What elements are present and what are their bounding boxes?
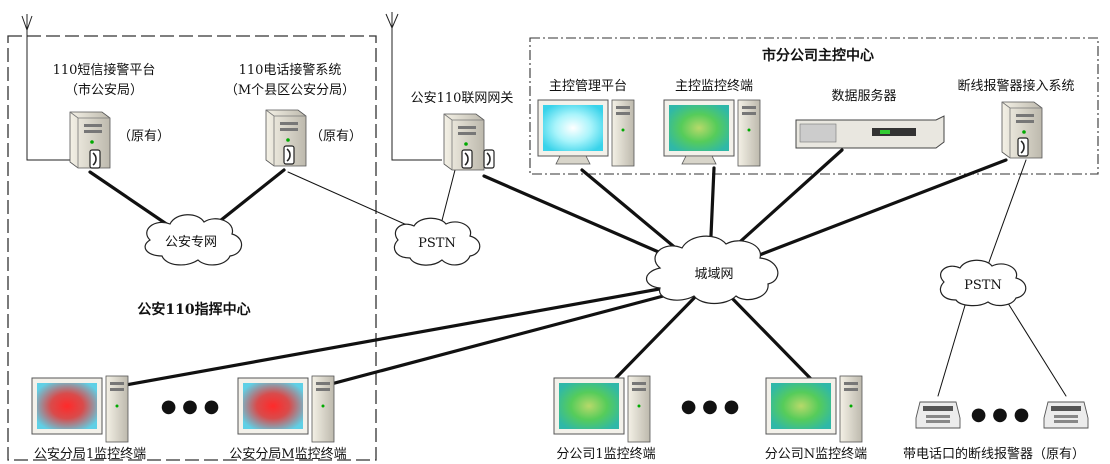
phone-system-label: 110电话接警系统	[239, 62, 342, 78]
phone-icon	[1017, 137, 1029, 157]
alarm-device-icon	[1043, 401, 1089, 429]
phone-icon	[483, 149, 495, 169]
company-center-region	[529, 37, 1099, 175]
company-center-title: 市分公司主控中心	[762, 47, 874, 64]
disconnect-alarm-devices: ● ● ● 带电话口的断线报警器（原有）	[903, 401, 1089, 462]
main-monitor-terminal: 主控监控终端	[663, 78, 761, 167]
ellipsis-police: ● ● ●	[161, 396, 220, 417]
phone-system-note: （原有）	[310, 129, 362, 144]
police-center-title: 公安110指挥中心	[137, 301, 250, 318]
pstn-right-label: PSTN	[964, 278, 1002, 293]
ellipsis-company: ● ● ●	[681, 396, 740, 417]
gateway-server: 公安110联网网关	[411, 91, 514, 171]
police-branch-m-label: 公安分局M监控终端	[229, 446, 346, 462]
main-management-platform: 主控管理平台	[537, 79, 635, 167]
gateway-label: 公安110联网网关	[411, 91, 514, 106]
sms-platform-server: 110短信接警平台 （市公安局） （原有）	[53, 62, 170, 169]
police-branch-1-label: 公安分局1监控终端	[34, 446, 146, 462]
connection-lines	[88, 148, 1067, 397]
main-mgmt-label: 主控管理平台	[549, 79, 627, 94]
sms-platform-label: 110短信接警平台	[53, 62, 156, 78]
metro-network-cloud: 城域网	[645, 235, 779, 305]
company-1-label: 分公司1监控终端	[556, 446, 655, 462]
phone-icon	[283, 145, 295, 165]
police-center-region	[7, 35, 377, 461]
phone-system-sublabel: （M个县区公安分局）	[225, 83, 355, 98]
alarm-label: 带电话口的断线报警器（原有）	[903, 446, 1085, 462]
sms-platform-sublabel: （市公安局）	[65, 82, 143, 98]
pstn-right-cloud: PSTN	[939, 259, 1027, 307]
disconnect-alarm-access-server: 断线报警器接入系统	[957, 78, 1075, 159]
police-net-label: 公安专网	[165, 235, 217, 250]
pstn-left-label: PSTN	[418, 236, 456, 251]
company-n-terminal: 分公司N监控终端	[765, 375, 867, 462]
sms-platform-note: （原有）	[118, 129, 170, 144]
phone-system-server: 110电话接警系统 （M个县区公安分局） （原有）	[225, 62, 362, 167]
phone-icon	[461, 149, 473, 169]
data-server-label: 数据服务器	[831, 88, 896, 104]
antenna-icon	[385, 12, 442, 161]
main-monitor-label: 主控监控终端	[675, 78, 753, 94]
ellipsis-alarm: ● ● ●	[971, 404, 1030, 425]
police-net-cloud: 公安专网	[144, 214, 243, 266]
data-server: 数据服务器	[795, 88, 945, 149]
pstn-left-cloud: PSTN	[393, 217, 481, 266]
alarm-device-icon	[915, 401, 961, 429]
phone-icon	[89, 149, 101, 169]
police-branch-m-terminal: 公安分局M监控终端	[229, 375, 347, 462]
police-branch-1-terminal: 公安分局1监控终端	[31, 375, 146, 462]
metro-network-label: 城域网	[694, 267, 733, 282]
company-n-label: 分公司N监控终端	[765, 446, 867, 462]
company-1-terminal: 分公司1监控终端	[553, 375, 656, 462]
antenna-icon	[21, 14, 70, 161]
disconnect-system-label: 断线报警器接入系统	[957, 78, 1074, 94]
